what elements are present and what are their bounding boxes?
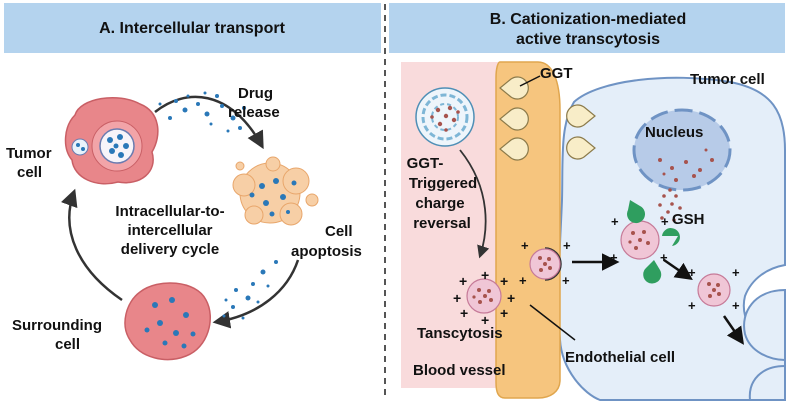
cell-apoptosis-label-2: apoptosis xyxy=(291,243,362,260)
svg-text:+: + xyxy=(611,214,619,229)
cycle-label-3: delivery cycle xyxy=(121,241,219,258)
nanoparticle-cationic-blood: +++ +++ ++ xyxy=(453,267,515,328)
svg-text:+: + xyxy=(521,238,529,253)
nanoparticle-cationic-tumor: + + + + xyxy=(610,214,669,265)
tumor-cell-label-1: Tumor xyxy=(6,145,52,162)
nanoparticle-neutral xyxy=(415,87,475,147)
blood-vessel-label: Blood vessel xyxy=(413,362,506,379)
surrounding-cell-label-2: cell xyxy=(55,336,80,353)
svg-text:+: + xyxy=(661,214,669,229)
drug-release-label-2: release xyxy=(228,104,280,121)
cycle-return-arrow xyxy=(60,188,123,302)
transcytosis-vesicle xyxy=(544,247,562,281)
nuclear-drug-dots xyxy=(658,188,682,222)
endothelial-cell xyxy=(495,61,561,399)
tumor-cell-b-protrusion xyxy=(743,288,786,362)
tumor-cell-a xyxy=(64,97,159,185)
released-drug-dots xyxy=(158,91,246,133)
svg-text:+: + xyxy=(563,238,571,253)
ggt-triggered-label-3: charge xyxy=(415,195,464,212)
tumor-cell-label-2: cell xyxy=(17,164,42,181)
drug-release-label-1: Drug xyxy=(238,85,273,102)
svg-text:+: + xyxy=(688,265,696,280)
surrounding-cell xyxy=(124,282,211,361)
tumor-cell-b-label: Tumor cell xyxy=(690,71,765,88)
cycle-label-1: Intracellular-to- xyxy=(115,203,224,220)
panel-a-header xyxy=(4,3,381,53)
svg-text:+: + xyxy=(732,265,740,280)
panel-b-title-2: active transcytosis xyxy=(516,31,660,48)
svg-text:+: + xyxy=(660,250,668,265)
svg-text:+: + xyxy=(460,305,468,321)
svg-text:+: + xyxy=(610,250,618,265)
nanoparticle-exocytosis: + + + + xyxy=(688,265,740,313)
nucleus-label: Nucleus xyxy=(645,124,703,141)
cell-apoptosis-label-1: Cell xyxy=(325,223,353,240)
panel-b-title-1: B. Cationization-mediated xyxy=(490,11,686,28)
panel-b: B. Cationization-mediated active transcy… xyxy=(389,3,786,401)
release-arrow xyxy=(722,315,744,345)
svg-text:+: + xyxy=(500,273,508,289)
gsh-molecules xyxy=(627,200,680,284)
ggt-triggered-label-4: reversal xyxy=(413,215,471,232)
panel-a-title: A. Intercellular transport xyxy=(99,20,285,37)
ggt-label: GGT xyxy=(540,65,573,82)
surrounding-cell-label-1: Surrounding xyxy=(12,317,102,334)
svg-text:+: + xyxy=(562,273,570,288)
exocytosis-arrow xyxy=(663,258,693,280)
svg-text:+: + xyxy=(507,290,515,306)
adjacent-cell-edge xyxy=(748,365,786,401)
svg-text:+: + xyxy=(732,298,740,313)
nanoparticle-cationic-vesicle: + + + + xyxy=(519,238,571,288)
cycle-label-2: intercellular xyxy=(127,222,212,239)
panel-b-header xyxy=(389,3,785,53)
transcytosis-label: Tanscytosis xyxy=(417,325,503,342)
svg-text:+: + xyxy=(500,305,508,321)
ggt-triggered-label-1: GGT- xyxy=(407,155,444,172)
svg-text:+: + xyxy=(481,267,489,283)
panel-a: A. Intercellular transport Tumor cell Dr… xyxy=(4,3,381,361)
charge-reversal-arrow xyxy=(459,149,490,259)
ggt-receptors xyxy=(499,76,596,161)
endothelial-pointer xyxy=(529,304,576,341)
uptake-drug-dots xyxy=(222,260,278,320)
gsh-label: GSH xyxy=(672,211,705,228)
drug-uptake-arrow xyxy=(212,259,300,329)
drug-release-arrow xyxy=(154,95,264,150)
apoptotic-cell xyxy=(232,156,319,226)
endothelial-cell-label: Endothelial cell xyxy=(565,349,675,366)
ggt-triggered-label-2: Triggered xyxy=(409,175,477,192)
svg-text:+: + xyxy=(519,273,527,288)
svg-text:+: + xyxy=(453,290,461,306)
svg-text:+: + xyxy=(459,273,467,289)
svg-text:+: + xyxy=(481,312,489,328)
svg-text:+: + xyxy=(688,298,696,313)
ggt-pointer xyxy=(519,75,541,87)
nucleus xyxy=(632,108,732,192)
